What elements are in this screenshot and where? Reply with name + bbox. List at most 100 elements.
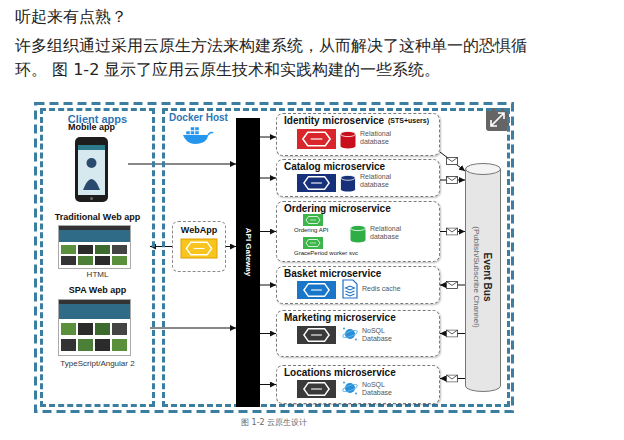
catalog-service-icons: [297, 174, 355, 192]
service-title: Identity microservice: [284, 115, 384, 127]
intro-heading: 听起来有点熟？: [15, 5, 127, 29]
datastore-label: Relational database: [360, 130, 402, 146]
message-envelope-icon: [447, 375, 458, 382]
locations-service-icons: [342, 382, 358, 395]
docker-whale-icon: [208, 132, 213, 135]
identity-service-icons: [341, 131, 356, 148]
docker-whale-icon: [191, 131, 195, 135]
locations-service-icons: [297, 380, 358, 398]
web-page-screenshot: [59, 230, 130, 242]
service-title: Basket microservice: [284, 268, 381, 280]
gateway-label: API Gateway: [243, 228, 252, 276]
microservice-box: Catalog microserviceRelational database: [276, 159, 440, 197]
web-page-screenshot: [59, 226, 130, 230]
web-page-screenshot: [59, 226, 131, 269]
client-apps-group: Client appsMobile appTraditional Web app…: [40, 108, 155, 407]
arrow-connector: [260, 285, 276, 286]
identity-service-icons: [303, 132, 330, 146]
web-page-screenshot: [112, 256, 127, 265]
phone-illustration: [75, 137, 108, 202]
spa-page-screenshot: [95, 339, 110, 351]
message-envelope-icon: [447, 330, 458, 337]
datastore-label: Relational database: [370, 225, 412, 241]
spa-page-screenshot: [95, 323, 110, 335]
arrow-connector: [440, 152, 465, 171]
client-app-name: Traditional Web app: [55, 212, 140, 222]
outer-dashed-frame: [36, 104, 513, 412]
spa-page-screenshot: [59, 300, 130, 304]
basket-service-icons: [304, 284, 329, 297]
service-title: Marketing microservice: [284, 312, 396, 324]
spa-page-screenshot: [112, 323, 127, 335]
client-app-name: SPA Web app: [69, 285, 126, 295]
arrow-connector: [128, 164, 236, 165]
arrow-connector: [260, 384, 276, 385]
locations-service-icons: [297, 380, 336, 398]
marketing-service-icons: [297, 326, 336, 344]
service-title: Ordering microservice: [284, 203, 391, 215]
intro-paragraph: 许多组织通过采用云原生方法来构建系统，从而解决了这种单一的恐惧循环。 图 1-2…: [15, 34, 549, 82]
docker-whale-icon: [195, 127, 199, 131]
expand-button-icon: [486, 108, 509, 131]
tech-caption: HTML: [87, 270, 109, 279]
marketing-service-icons: [297, 326, 358, 344]
client-app: Traditional Web appHTML: [45, 212, 150, 284]
docker-whale-icon: [183, 127, 213, 144]
phone-illustration: [83, 179, 100, 190]
datastore-label: Relational database: [360, 173, 402, 189]
web-page-screenshot: [95, 245, 110, 254]
arrow-connector: [226, 246, 236, 247]
docker-host-group: Docker HostWebAppAPI GatewayIdentity mic…: [162, 108, 510, 407]
spa-page-screenshot: [59, 304, 130, 319]
web-page-screenshot: [61, 245, 76, 254]
cylinder-top: [466, 164, 501, 175]
rotated-text-group: Event Bus(Publish/Subscribe Channel): [473, 226, 494, 327]
docker-whale-icon: [183, 135, 208, 144]
web-page-screenshot: [78, 256, 93, 265]
group-heading: Docker Host: [169, 112, 228, 124]
expand-button-icon: [491, 113, 504, 126]
basket-service-icons: [297, 280, 357, 299]
web-page-screenshot: [61, 256, 76, 265]
api-gateway-bar: API Gateway: [236, 118, 260, 407]
figure-caption: 图 1-2 云原生设计: [241, 418, 307, 427]
arrow-connector: [260, 137, 276, 138]
bus-subtitle: (Publish/Subscribe Channel): [473, 226, 482, 327]
arrow-connector: [260, 231, 276, 232]
spa-page-screenshot: [78, 323, 93, 335]
service-subtitle: (STS+users): [388, 117, 429, 125]
identity-service-icons: [297, 129, 356, 149]
web-page-screenshot: [112, 245, 127, 254]
service-title: Locations microservice: [284, 367, 396, 379]
webapp-container-icon: [181, 239, 217, 258]
datastore-label: NoSQL Database: [362, 381, 404, 397]
bus-title: Event Bus: [482, 226, 494, 327]
phone-illustration: [78, 145, 105, 195]
expand-button-icon: [486, 108, 509, 131]
marketing-service-icons: [342, 328, 358, 341]
component-label: Ordering API: [294, 227, 328, 234]
spa-page-screenshot: [59, 300, 131, 356]
docker-whale-icon: [186, 131, 190, 135]
catalog-service-icons: [341, 175, 355, 191]
catalog-service-icons: [304, 177, 329, 190]
microservice-box: Marketing microserviceNoSQL Database: [276, 310, 440, 357]
microservice-box: Identity microservice (STS+users) Relation…: [276, 113, 440, 156]
client-app-name: Mobile app: [68, 122, 115, 132]
webapp-container-icon: [186, 242, 211, 255]
microservice-box: Locations microserviceNoSQL Database: [276, 365, 440, 404]
message-envelope-icon: [447, 282, 458, 289]
tech-caption: TypeScript/Angular 2: [60, 359, 134, 368]
ordering-service-icons: [306, 240, 320, 247]
ordering-service-icons: [351, 225, 366, 242]
ordering-service-icons: [306, 217, 320, 224]
client-app: Mobile app: [55, 122, 128, 206]
datastore-label: Redis cache: [362, 285, 412, 293]
docker-whale-icon: [195, 131, 199, 135]
arrow-connector: [260, 178, 276, 179]
basket-service-icons: [343, 280, 357, 298]
event-bus-cylinder: Event Bus(Publish/Subscribe Channel): [465, 163, 501, 392]
microservice-box: Basket microserviceRedis cache: [276, 266, 440, 304]
service-title: Catalog microservice: [284, 161, 385, 173]
